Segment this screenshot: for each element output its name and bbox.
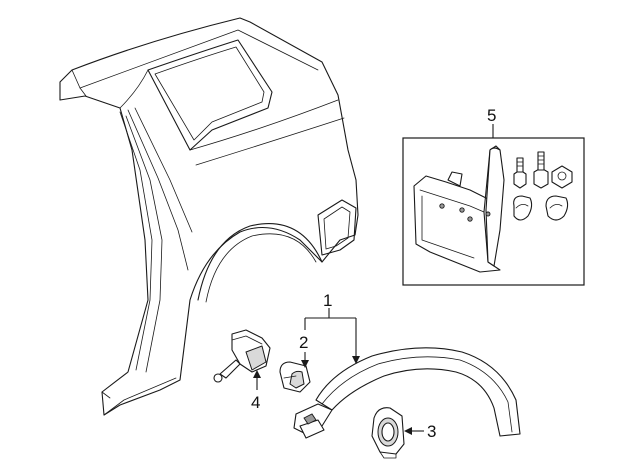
mud-flap xyxy=(413,145,505,273)
callout-1-label: 1 xyxy=(323,291,332,310)
sensor-part xyxy=(213,329,271,383)
molding-clip xyxy=(279,361,311,393)
callout-4-leader xyxy=(253,370,261,390)
callout-3-label: 3 xyxy=(427,422,436,441)
fuel-door-housing xyxy=(371,407,405,459)
callout-2-label: 2 xyxy=(299,333,308,352)
mud-flap-nut xyxy=(551,165,573,189)
callout-3-leader xyxy=(404,427,424,435)
callout-1-leader xyxy=(304,308,360,364)
callout-4-label: 4 xyxy=(251,393,260,412)
callout-5-label: 5 xyxy=(487,106,496,125)
quarter-panel xyxy=(59,17,359,416)
mud-flap-bolt-short xyxy=(513,157,527,189)
mud-flap-bolt-long xyxy=(533,151,549,189)
callout-2-leader xyxy=(301,352,309,368)
wheel-opening-molding xyxy=(293,347,521,439)
mud-flap-kit-box xyxy=(402,124,585,286)
mud-flap-clip-right xyxy=(545,195,569,221)
mud-flap-clip-left xyxy=(513,195,533,221)
